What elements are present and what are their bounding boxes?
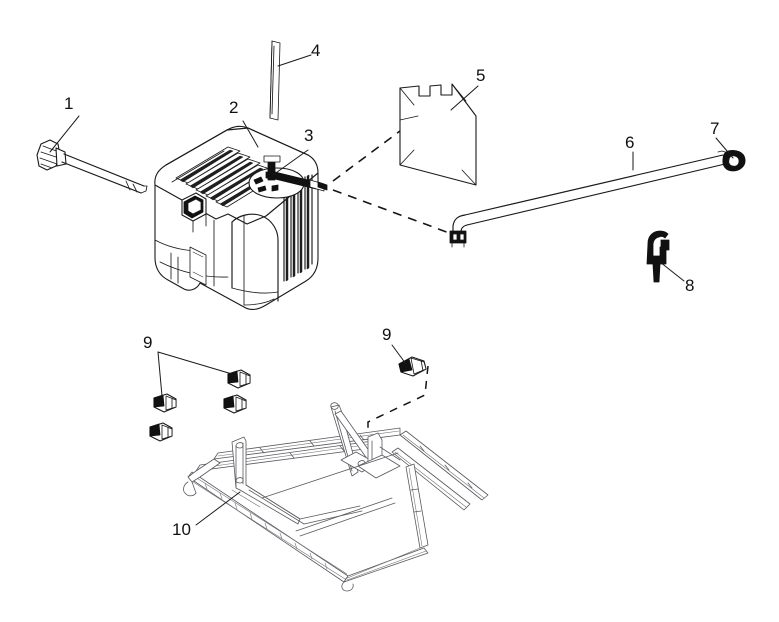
callout-label-6: 6	[625, 133, 635, 152]
mounting-bolt	[398, 356, 427, 377]
part-3-sender-fitting	[248, 155, 328, 199]
fuel-line-left-fitting	[449, 230, 467, 248]
mounting-bolt	[227, 369, 251, 389]
part-5-heat-shield	[399, 83, 477, 186]
part-7-end-fitting	[722, 150, 746, 172]
frame-support-right	[357, 432, 401, 479]
callout-label-2: 2	[229, 98, 239, 117]
callout-label-9a: 9	[143, 333, 153, 352]
part-8-retaining-clip	[646, 230, 670, 283]
part-2-fuel-tank	[154, 125, 328, 310]
mounting-bolt	[223, 394, 247, 414]
tank-filler-neck	[181, 192, 207, 233]
tank-side-plate	[189, 246, 207, 286]
callout-label-4: 4	[311, 41, 321, 60]
tank-top-ribs	[171, 146, 280, 208]
callout-label-7: 7	[710, 119, 720, 138]
mounting-bolt	[153, 393, 177, 413]
callout-label-3: 3	[304, 126, 314, 145]
callout-label-9b: 9	[382, 325, 392, 344]
leader-lines	[49, 54, 734, 526]
callout-label-8: 8	[685, 276, 695, 295]
callout-label-1: 1	[64, 94, 74, 113]
part-9-mounting-bolts	[149, 356, 427, 442]
callout-label-10: 10	[172, 520, 191, 539]
callout-label-5: 5	[476, 66, 486, 85]
mounting-bolt	[149, 422, 173, 442]
part-10-frame-bracket	[183, 402, 489, 592]
part-4-strap-rod	[269, 40, 281, 121]
bolt-to-frame-dashed	[367, 365, 429, 440]
part-6-fuel-line	[449, 150, 746, 248]
assembly-dashed-lines	[332, 127, 453, 235]
